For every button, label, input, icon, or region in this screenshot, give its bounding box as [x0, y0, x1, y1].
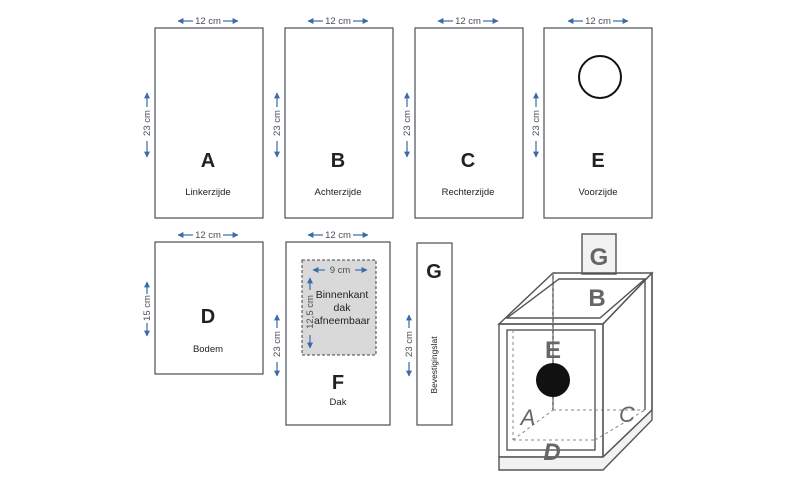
assembled-letter-a: A — [519, 405, 536, 430]
assembled-letter-e: E — [545, 337, 561, 364]
panel-a-label: Linkerzijde — [185, 187, 230, 198]
panel-d-letter: D — [201, 306, 215, 328]
panel-g-letter: G — [426, 261, 442, 283]
assembled-letter-g: G — [590, 244, 609, 271]
roof-inner-area — [301, 259, 377, 356]
panel-d: 12 cm 15 cm D Bodem — [142, 230, 264, 375]
roof-inner-text-2: dak — [334, 302, 352, 314]
panel-b-letter: B — [331, 150, 345, 172]
mount-strip — [581, 233, 617, 275]
box-base — [498, 408, 653, 471]
roof-inner-text-3: afneembaar — [314, 315, 371, 327]
panel-e-label: Voorzijde — [578, 187, 617, 198]
panel-b-height: 23 cm — [272, 110, 283, 136]
panel-c-height: 23 cm — [402, 110, 413, 136]
panel-f-label: Dak — [330, 397, 347, 408]
panel-b-width: 12 cm — [325, 16, 351, 27]
panel-a-height: 23 cm — [142, 110, 153, 136]
panel-e-width: 12 cm — [585, 16, 611, 27]
panel-d-width: 12 cm — [195, 230, 221, 241]
panel-a-letter: A — [201, 150, 215, 172]
panel-e: 12 cm 23 cm E Voorzijde — [531, 16, 653, 219]
roof-inner-width: 9 cm — [330, 265, 351, 276]
panel-c-label: Rechterzijde — [442, 187, 495, 198]
assembled-letter-c: C — [619, 402, 635, 427]
assembled-entrance-hole-icon — [536, 363, 570, 397]
roof-inner-text-1: Binnenkant — [316, 289, 369, 301]
panel-d-height: 15 cm — [142, 295, 153, 321]
panel-b-label: Achterzijde — [315, 187, 362, 198]
panel-g-label: Bevestigingslat — [429, 336, 439, 394]
assembled-letter-d: D — [543, 439, 560, 466]
panel-c: 12 cm 23 cm C Rechterzijde — [402, 16, 524, 219]
box-top-opening — [497, 272, 654, 325]
panel-a: 12 cm 23 cm A Linkerzijde — [142, 16, 264, 219]
panel-a-width: 12 cm — [195, 16, 221, 27]
panel-f: 12 cm 9 cm 12,5 cm Binnenkant dak afneem… — [272, 230, 391, 426]
entrance-hole-icon — [578, 55, 622, 99]
panel-b: 12 cm 23 cm B Achterzijde — [272, 16, 394, 219]
panel-e-height: 23 cm — [531, 110, 542, 136]
assembled-birdhouse: G B E A C D — [497, 233, 654, 471]
assembled-letter-b: B — [588, 285, 605, 312]
panel-c-letter: C — [461, 150, 475, 172]
panel-f-letter: F — [332, 372, 344, 394]
panel-g-height: 23 cm — [404, 331, 415, 357]
panel-e-letter: E — [591, 150, 604, 172]
panel-f-width: 12 cm — [325, 230, 351, 241]
panel-g: G 23 cm Bevestigingslat — [404, 242, 453, 426]
box-front-inner — [506, 329, 596, 451]
box-top-inner — [504, 278, 647, 319]
panel-c-width: 12 cm — [455, 16, 481, 27]
roof-inner-height: 12,5 cm — [305, 295, 316, 329]
panel-f-height: 23 cm — [272, 331, 283, 357]
panel-d-label: Bodem — [193, 344, 223, 355]
